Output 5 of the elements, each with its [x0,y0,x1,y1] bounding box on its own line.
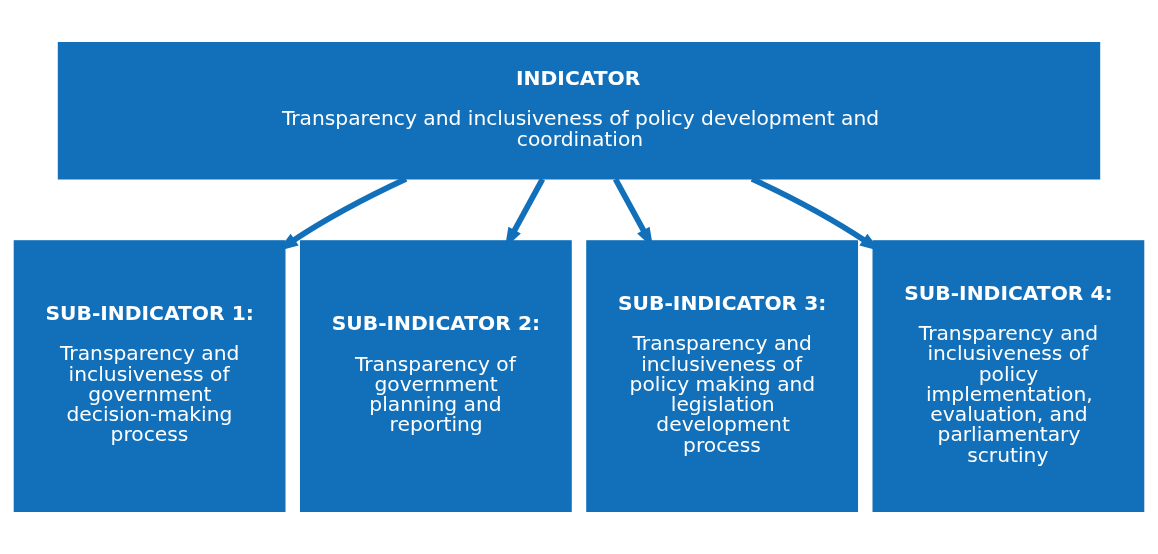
node-box: SUB-INDICATOR 1: Transparency and inclusiveness of government decision-making process [13,240,286,512]
node-box: SUB-INDICATOR 2: Transparency of government planning and reporting [299,240,572,512]
node-box: SUB-INDICATOR 4: Transparency and inclusiveness of policy implementation, evaluation, and parliamentary scrutiny [872,240,1145,512]
node-box: INDICATOR Transparency and inclusiveness of policy development and coordination [57,42,1101,180]
node-box: SUB-INDICATOR 3: Transparency and inclusiveness of policy making and legislation development process [586,240,859,512]
